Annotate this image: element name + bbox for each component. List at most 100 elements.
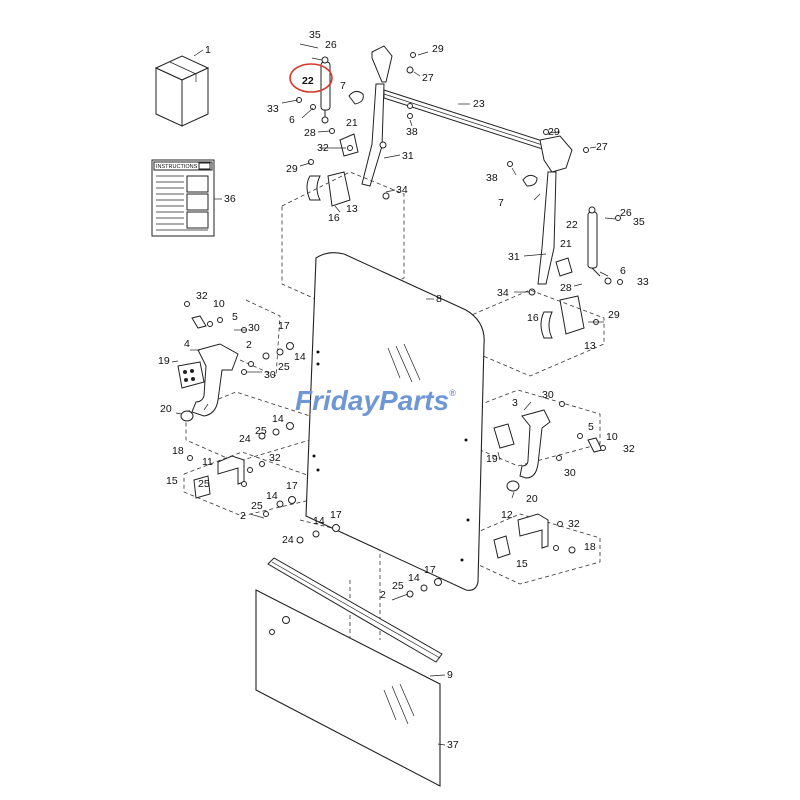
callout-34-b: 34 — [497, 287, 509, 299]
callout-24: 24 — [239, 433, 251, 445]
callout-11: 11 — [202, 456, 213, 468]
callout-labels: 1 36 35 26 7 33 6 28 21 32 29 31 34 13 1… — [158, 29, 649, 751]
callout-31: 31 — [402, 150, 414, 162]
callout-22-highlighted: 22 — [302, 75, 314, 87]
callout-17: 17 — [278, 320, 290, 332]
callout-29-b: 29 — [432, 43, 444, 55]
callout-25-d: 25 — [251, 500, 263, 512]
callout-14-e: 14 — [408, 572, 420, 584]
callout-18: 18 — [172, 445, 184, 457]
callout-20-b: 20 — [526, 493, 538, 505]
leader-lines — [171, 49, 532, 746]
callout-14-c: 14 — [266, 490, 278, 502]
callout-29-d: 29 — [608, 309, 620, 321]
callout-17-c: 17 — [330, 509, 342, 521]
watermark: FridayParts® — [295, 385, 456, 416]
callout-28: 28 — [304, 127, 316, 139]
callout-30-d: 30 — [564, 467, 576, 479]
watermark-word-2: Parts — [379, 385, 449, 416]
callout-2-c: 2 — [380, 589, 386, 601]
callout-10: 10 — [213, 298, 225, 310]
callout-25-e: 25 — [392, 580, 404, 592]
callout-16: 16 — [328, 212, 340, 224]
callout-32-e: 32 — [568, 518, 580, 530]
callout-22-b: 22 — [566, 219, 578, 231]
callout-31-b: 31 — [508, 251, 520, 263]
callout-16-b: 16 — [527, 312, 539, 324]
callout-27-b: 27 — [596, 141, 608, 153]
left-hinge — [187, 422, 340, 544]
callout-21-b: 21 — [560, 238, 572, 250]
callout-33-b: 33 — [637, 276, 649, 288]
callout-38: 38 — [406, 126, 418, 138]
callout-2-b: 2 — [240, 510, 246, 522]
callout-23: 23 — [473, 98, 485, 110]
callout-25: 25 — [278, 361, 290, 373]
cross-bar — [383, 89, 559, 155]
callout-15-b: 15 — [516, 558, 528, 570]
callout-17-b: 17 — [286, 480, 298, 492]
callout-14-d: 14 — [313, 515, 325, 527]
callout-3: 3 — [512, 397, 518, 409]
callout-38-b: 38 — [486, 172, 498, 184]
callout-15: 15 — [166, 475, 178, 487]
callout-24-b: 24 — [282, 534, 294, 546]
callout-8: 8 — [436, 293, 442, 305]
callout-32-d: 32 — [623, 443, 635, 455]
callout-7: 7 — [340, 80, 346, 92]
callout-1: 1 — [205, 44, 211, 56]
callout-32-b: 32 — [196, 290, 208, 302]
callout-27: 27 — [422, 72, 434, 84]
callout-2: 2 — [246, 339, 252, 351]
callout-13-b: 13 — [584, 340, 596, 352]
upper-left-linkage — [281, 43, 429, 213]
callout-5: 5 — [232, 311, 238, 323]
callout-18-b: 18 — [584, 541, 596, 553]
callout-35: 35 — [309, 29, 321, 41]
highlight-circle — [289, 63, 333, 93]
watermark-mark: ® — [449, 388, 456, 398]
callout-25-c: 25 — [198, 478, 210, 490]
callout-26-b: 26 — [620, 207, 632, 219]
right-latch — [493, 401, 606, 492]
callout-19-b: 19 — [486, 453, 498, 465]
callout-14: 14 — [294, 351, 306, 363]
callout-21: 21 — [346, 117, 358, 129]
callout-5-b: 5 — [588, 421, 594, 433]
callout-29: 29 — [286, 163, 298, 175]
right-hinge — [391, 513, 576, 601]
callout-6-b: 6 — [620, 265, 626, 277]
instructions-card: INSTRUCTIONS — [151, 159, 215, 237]
instructions-heading: INSTRUCTIONS — [156, 164, 198, 170]
callout-29-c: 29 — [548, 126, 560, 138]
callout-34: 34 — [396, 184, 408, 196]
callout-20: 20 — [160, 403, 172, 415]
callout-32-c: 32 — [269, 452, 281, 464]
callout-30-c: 30 — [542, 389, 554, 401]
callout-19: 19 — [158, 355, 170, 367]
callout-4: 4 — [184, 338, 190, 350]
callout-26: 26 — [325, 39, 337, 51]
watermark-word-1: Friday — [295, 385, 380, 416]
left-latch — [177, 301, 294, 422]
callout-30-b: 30 — [264, 369, 276, 381]
callout-9: 9 — [447, 669, 453, 681]
main-glass-panel — [305, 252, 485, 591]
callout-17-d: 17 — [424, 564, 436, 576]
callout-30: 30 — [248, 322, 260, 334]
callout-10-b: 10 — [606, 431, 618, 443]
callout-6: 6 — [289, 114, 295, 126]
callout-35-b: 35 — [633, 216, 645, 228]
callout-33: 33 — [267, 103, 279, 115]
part-box — [154, 55, 210, 127]
callout-28-b: 28 — [560, 282, 572, 294]
seal-strip — [267, 557, 443, 663]
callout-13: 13 — [346, 203, 358, 215]
callout-12: 12 — [501, 509, 513, 521]
lower-glass-panel — [255, 589, 441, 787]
callout-36: 36 — [224, 193, 236, 205]
callout-25-b: 25 — [255, 425, 267, 437]
callout-7-b: 7 — [498, 197, 504, 209]
upper-right-linkage — [507, 129, 623, 339]
